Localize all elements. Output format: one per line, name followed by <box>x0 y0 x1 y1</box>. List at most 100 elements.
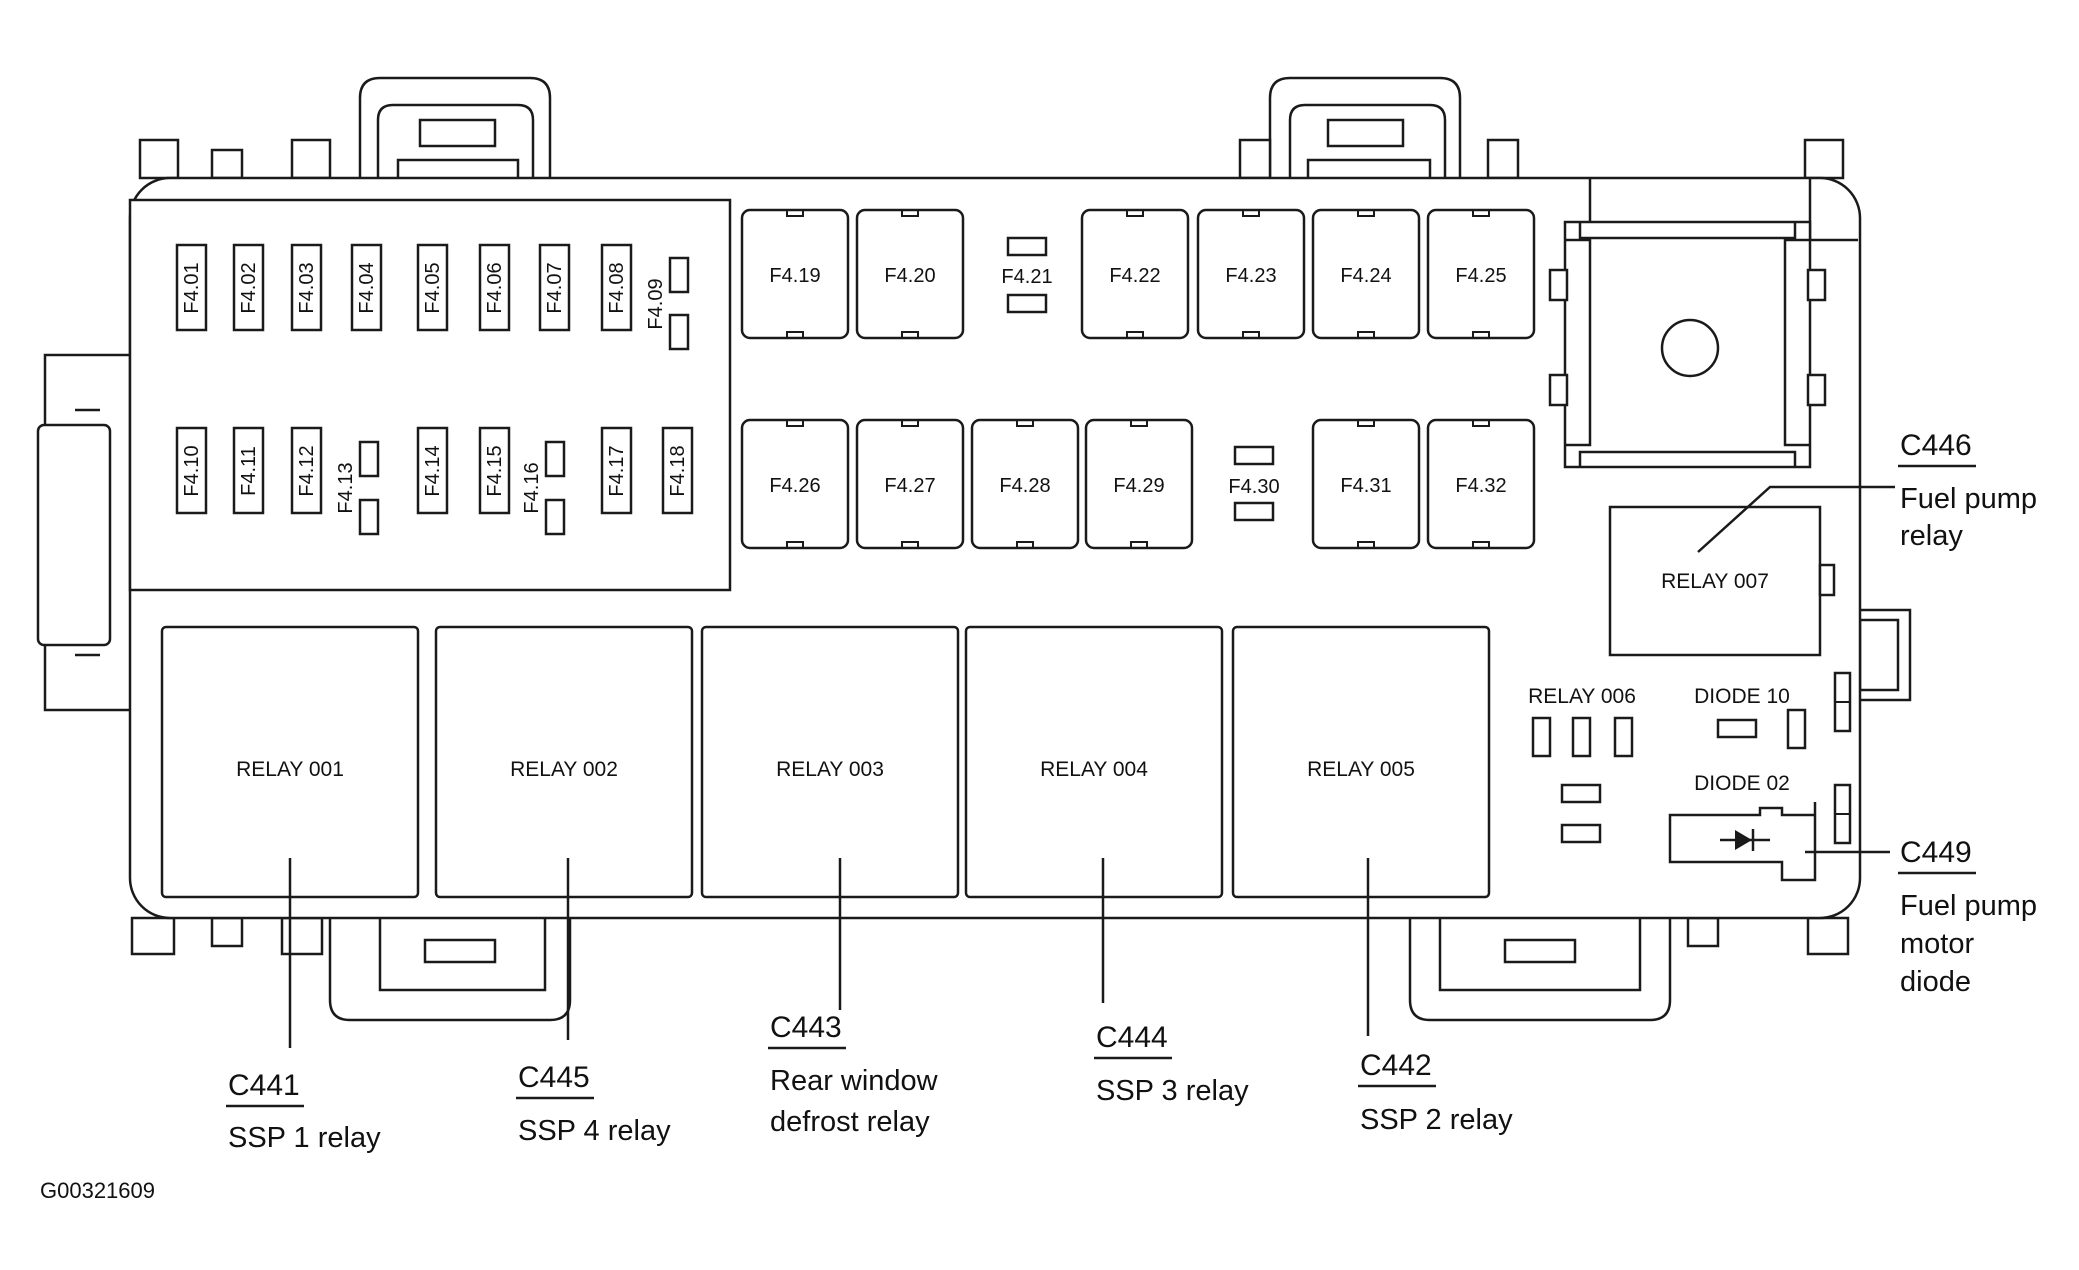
fuse-f4-18[interactable]: F4.18 <box>661 426 694 515</box>
fuse-f4-14[interactable]: F4.14 <box>416 426 449 515</box>
fuse-f4-10[interactable]: F4.10 <box>175 426 208 515</box>
fuse-label: F4.02 <box>238 262 260 313</box>
fuse-f4-15[interactable]: F4.15 <box>478 426 511 515</box>
fuse-label: F4.16 <box>521 462 543 513</box>
fuse-f4-26[interactable]: F4.26 <box>740 418 850 550</box>
fuse-f4-02[interactable]: F4.02 <box>232 243 265 332</box>
fuse-label: F4.03 <box>296 262 318 313</box>
callout-code: C445 <box>518 1061 590 1094</box>
callout-code: C441 <box>228 1069 300 1102</box>
fuse-label: F4.15 <box>484 445 506 496</box>
relay-006-label: RELAY 006 <box>1528 685 1636 708</box>
callout-description: Fuel pump <box>1900 483 2037 515</box>
callout-description: defrost relay <box>770 1106 930 1138</box>
callout-code: C449 <box>1900 836 1972 869</box>
fuse-f4-21[interactable]: F4.21 <box>1001 236 1053 314</box>
bottom-mounting-tabs <box>130 916 1850 1022</box>
fuse-label: F4.28 <box>999 475 1050 497</box>
relay-004[interactable]: RELAY 004 <box>964 625 1224 899</box>
fuse-f4-03[interactable]: F4.03 <box>290 243 323 332</box>
fuse-f4-30[interactable]: F4.30 <box>1228 445 1280 522</box>
callout-c442: C442 SSP 2 relay <box>1358 1049 1513 1136</box>
fuse-f4-16[interactable]: F4.16 <box>521 440 566 536</box>
callout-c446: C446 Fuel pump relay <box>1898 429 2037 552</box>
fuse-label: F4.08 <box>606 262 628 313</box>
fuse-label: F4.19 <box>769 265 820 287</box>
diode-02[interactable]: DIODE 02 <box>1668 772 1817 882</box>
diode-02-label: DIODE 02 <box>1694 772 1790 795</box>
callout-c445: C445 SSP 4 relay <box>516 1061 671 1147</box>
fuse-label: F4.06 <box>484 262 506 313</box>
fuse-f4-13[interactable]: F4.13 <box>335 440 380 536</box>
callout-code: C443 <box>770 1011 842 1044</box>
callout-c441: C441 SSP 1 relay <box>226 1069 381 1154</box>
high-current-block <box>1548 220 1827 469</box>
fuse-f4-08[interactable]: F4.08 <box>600 243 633 332</box>
relay-003[interactable]: RELAY 003 <box>700 625 960 899</box>
fuse-label: F4.17 <box>606 445 628 496</box>
callout-description: Fuel pump <box>1900 890 2037 922</box>
callout-description: diode <box>1900 966 1971 998</box>
fuse-label: F4.27 <box>884 475 935 497</box>
relay-002[interactable]: RELAY 002 <box>434 625 694 899</box>
fuse-f4-32[interactable]: F4.32 <box>1426 418 1536 550</box>
fuse-f4-04[interactable]: F4.04 <box>350 243 383 332</box>
callout-lines <box>288 485 1895 1048</box>
callout-description: motor <box>1900 928 1974 960</box>
relay-label: RELAY 004 <box>1040 758 1148 781</box>
callout-description: relay <box>1900 520 1963 552</box>
callout-code: C446 <box>1900 429 1972 462</box>
fuse-label: F4.20 <box>884 265 935 287</box>
top-mounting-tabs <box>138 76 1845 180</box>
fuse-f4-20[interactable]: F4.20 <box>855 208 965 340</box>
callout-code: C444 <box>1096 1021 1168 1054</box>
fuse-f4-07[interactable]: F4.07 <box>538 243 571 332</box>
fuse-f4-12[interactable]: F4.12 <box>290 426 323 515</box>
fuse-f4-28[interactable]: F4.28 <box>970 418 1080 550</box>
fuse-label: F4.24 <box>1340 265 1391 287</box>
fuse-f4-05[interactable]: F4.05 <box>416 243 449 332</box>
fuse-f4-06[interactable]: F4.06 <box>478 243 511 332</box>
fuse-f4-24[interactable]: F4.24 <box>1311 208 1421 340</box>
diode-10[interactable]: DIODE 10 <box>1694 685 1807 750</box>
fuse-f4-23[interactable]: F4.23 <box>1196 208 1306 340</box>
callout-description: SSP 1 relay <box>228 1122 381 1154</box>
callout-description: SSP 4 relay <box>518 1115 671 1147</box>
fuse-label: F4.22 <box>1109 265 1160 287</box>
fuse-label: F4.23 <box>1225 265 1276 287</box>
fuse-label: F4.30 <box>1228 476 1279 498</box>
fuse-label: F4.10 <box>181 445 203 496</box>
fuse-label: F4.09 <box>645 278 667 329</box>
fuse-label: F4.21 <box>1001 266 1052 288</box>
fuse-label: F4.05 <box>422 262 444 313</box>
fuse-f4-31[interactable]: F4.31 <box>1311 418 1421 550</box>
fuse-f4-29[interactable]: F4.29 <box>1084 418 1194 550</box>
relay-001[interactable]: RELAY 001 <box>160 625 420 899</box>
fuse-f4-01[interactable]: F4.01 <box>175 243 208 332</box>
relay-label: RELAY 003 <box>776 758 884 781</box>
relay-005[interactable]: RELAY 005 <box>1231 625 1491 899</box>
callout-c443: C443 Rear window defrost relay <box>768 1011 939 1138</box>
relay-007[interactable]: RELAY 007 <box>1608 505 1836 657</box>
fuse-label: F4.26 <box>769 475 820 497</box>
fuse-f4-27[interactable]: F4.27 <box>855 418 965 550</box>
callout-code: C442 <box>1360 1049 1432 1082</box>
fuse-f4-22[interactable]: F4.22 <box>1080 208 1190 340</box>
fuse-f4-25[interactable]: F4.25 <box>1426 208 1536 340</box>
fuse-label: F4.29 <box>1113 475 1164 497</box>
relay-label: RELAY 005 <box>1307 758 1415 781</box>
fuse-label: F4.07 <box>544 262 566 313</box>
callout-description: SSP 2 relay <box>1360 1104 1513 1136</box>
diode-10-label: DIODE 10 <box>1694 685 1790 708</box>
fuse-f4-17[interactable]: F4.17 <box>600 426 633 515</box>
fuse-label: F4.13 <box>335 462 357 513</box>
diode-symbol-icon <box>1735 830 1752 850</box>
fuse-f4-11[interactable]: F4.11 <box>232 426 265 515</box>
relay-006[interactable]: RELAY 006 <box>1528 685 1636 844</box>
callout-description: Rear window <box>770 1065 939 1097</box>
callout-c444: C444 SSP 3 relay <box>1094 1021 1249 1107</box>
fuse-f4-19[interactable]: F4.19 <box>740 208 850 340</box>
fuse-f4-09[interactable]: F4.09 <box>645 256 690 351</box>
fuse-label: F4.31 <box>1340 475 1391 497</box>
